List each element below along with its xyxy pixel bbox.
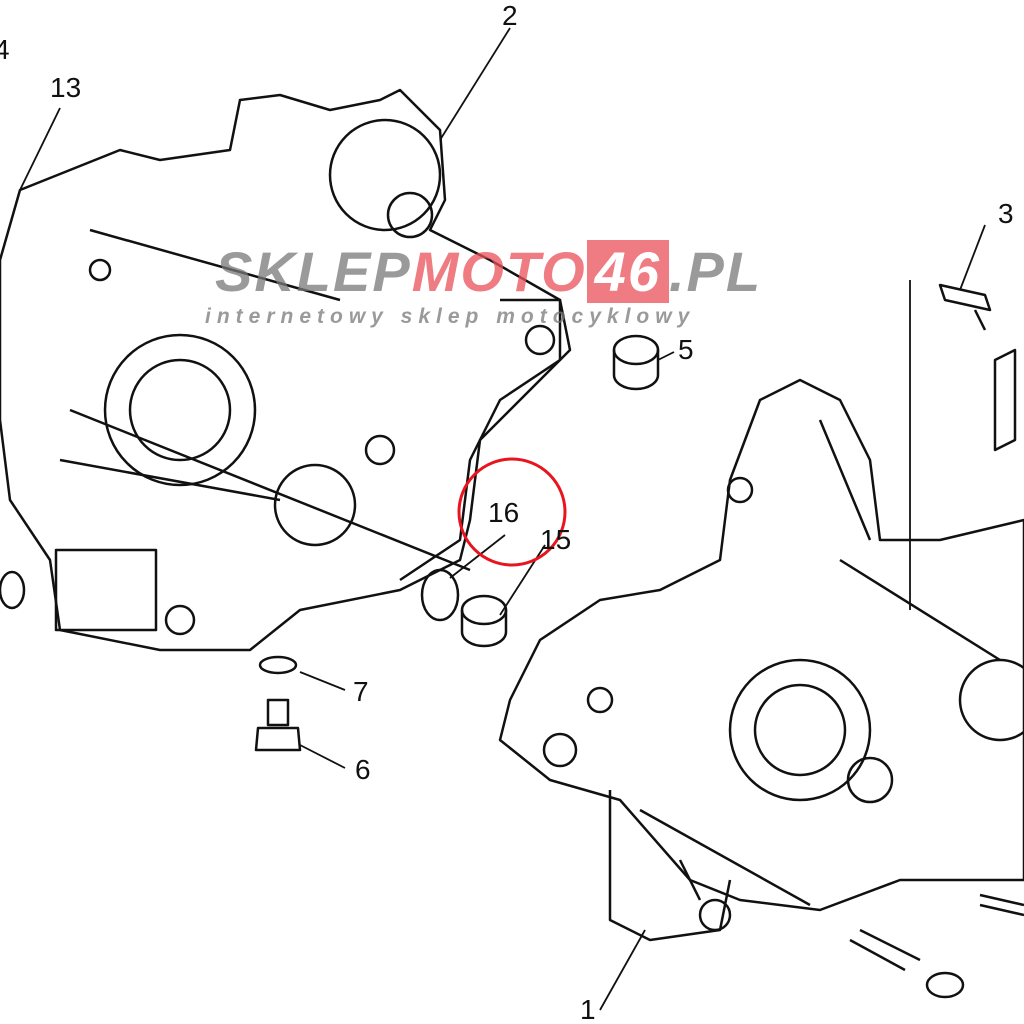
callout-13: 13	[50, 72, 82, 103]
callout-6: 6	[355, 754, 371, 785]
watermark-sklep: SKLEP	[215, 240, 412, 303]
right-crankcase	[498, 378, 1024, 942]
highlight-circle	[457, 457, 567, 567]
left-crankcase	[0, 88, 572, 652]
callout-15: 15	[540, 524, 572, 555]
callout-5: 5	[678, 334, 694, 365]
callout-2: 2	[502, 0, 518, 31]
watermark-moto: MOTO	[411, 240, 587, 303]
watermark-46: 46	[586, 240, 669, 303]
callout-7: 7	[353, 676, 369, 707]
small-parts	[0, 283, 1024, 999]
leader-lines	[19, 27, 986, 1011]
callout-4: 4	[0, 34, 10, 65]
callout-3: 3	[998, 198, 1014, 229]
callout-1: 1	[580, 994, 596, 1024]
watermark-pl: .PL	[668, 240, 763, 303]
callout-16[interactable]: 16	[488, 497, 520, 528]
watermark-tagline: internetowy sklep motocyklowy	[205, 305, 696, 328]
